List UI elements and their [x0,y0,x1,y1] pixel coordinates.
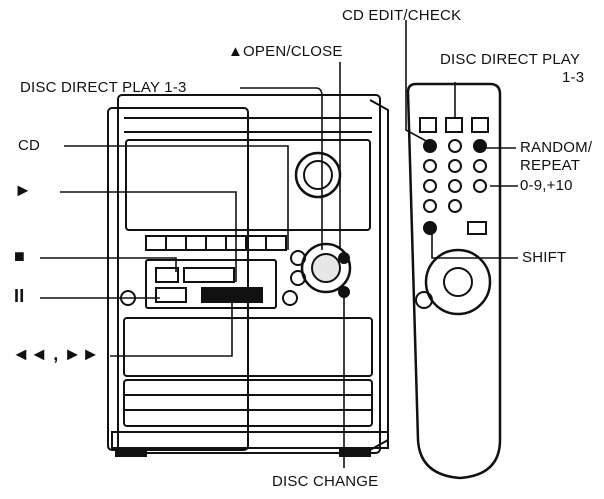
label-shift: SHIFT [522,249,567,266]
remote-side-key [415,291,433,309]
remote-body [406,82,502,480]
volume-knob-inner [303,160,333,190]
label-random: RANDOM/ [520,139,593,156]
button-row-dividers [165,236,267,250]
leader-play [60,191,237,282]
leader-shift [431,232,518,259]
upper-panel [125,139,371,231]
disc-change-button [338,286,350,298]
leader-lines [40,20,518,468]
main-unit-body [117,94,381,454]
left-speaker [107,107,249,451]
remote-control [406,82,502,480]
volume-knob [294,151,342,199]
foot-right [339,447,371,457]
display-window-top [183,267,235,283]
label-stop-symbol: ■ [14,246,26,266]
label-open-close: ▲OPEN/CLOSE [228,43,343,60]
label-number-keys: 0-9,+10 [520,177,573,194]
stop-key [155,267,179,283]
cassette-deck-2 [123,379,373,427]
disc-change-indicator [338,252,350,264]
button-row-upper [145,235,287,251]
unit-base [111,431,389,449]
transport-panel [145,259,277,309]
label-pause-symbol: II [14,286,25,306]
leader-stop [40,257,177,272]
label-disc-change: DISC CHANGE [272,473,379,490]
top-deck-lines [124,117,372,133]
right-speaker-edge [369,99,389,451]
remote-disc1-key [419,117,437,133]
stereo-unit [107,94,389,457]
leader-skip [110,300,233,357]
cassette-deck-1 [123,317,373,377]
label-play-symbol: ► [14,180,33,200]
leader-disc-direct-unit [240,87,323,250]
label-skip-symbols: ◄◄ , ►► [12,344,100,364]
label-cd-edit-check: CD EDIT/CHECK [342,7,462,24]
foot-left [115,447,147,457]
remote-shift-key [423,221,437,235]
leader-cd-edit-check [405,20,429,143]
label-disc-direct-play-unit: DISC DIRECT PLAY 1-3 [20,79,187,96]
cd-button-c [282,290,298,306]
label-cd: CD [18,137,41,154]
remote-disc3-key [471,117,489,133]
leader-cd [64,145,289,250]
label-repeat: REPEAT [520,157,581,174]
remote-nav-center [443,267,473,297]
remote-disc2-key [445,117,463,133]
remote-small-key [467,221,487,235]
label-disc-direct-play-remote: DISC DIRECT PLAY [440,51,581,68]
remote-keypad [423,139,487,213]
jog-dial-center [311,253,341,283]
jog-dial [300,242,352,294]
remote-nav-ring [424,248,492,316]
pause-key [155,287,187,303]
cassette-lines [124,394,372,411]
display-window [201,287,263,303]
label-disc-direct-play-remote-range: 1-3 [562,69,585,86]
